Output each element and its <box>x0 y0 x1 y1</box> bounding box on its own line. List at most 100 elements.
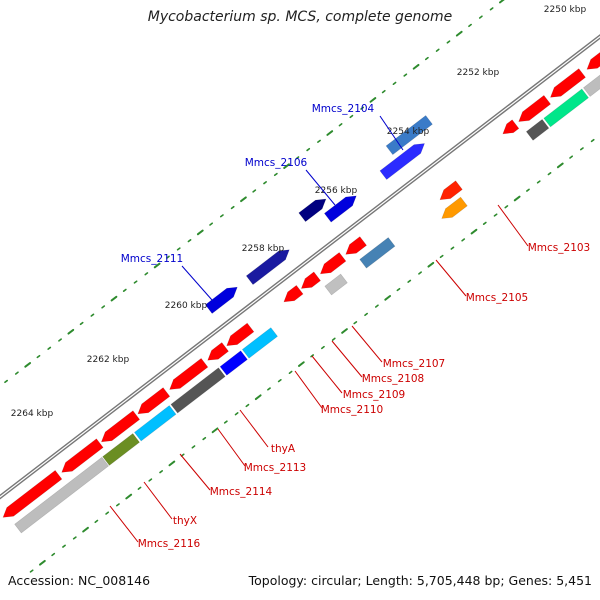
gene-box <box>241 327 278 359</box>
tick-mark <box>263 181 267 185</box>
leader-line <box>497 204 529 247</box>
gene-box <box>583 74 600 97</box>
gene-arrow <box>298 198 327 223</box>
tick-mark <box>418 271 422 275</box>
tick-mark <box>101 305 106 309</box>
tick-mark <box>435 48 440 52</box>
tick-mark <box>306 147 311 152</box>
tick-mark <box>267 387 271 391</box>
genome-backbone <box>0 34 600 500</box>
leader-line <box>239 409 269 448</box>
tick-mark <box>223 420 228 424</box>
tick-mark <box>489 7 494 11</box>
tick-mark <box>254 394 262 401</box>
gene-arrow <box>169 357 209 390</box>
tick-mark <box>166 255 170 259</box>
gene-label-reverse: Mmcs_2110 <box>321 404 384 416</box>
tick-mark <box>381 89 386 94</box>
gene-label-reverse: Mmcs_2103 <box>528 242 591 254</box>
tick-mark <box>513 195 521 202</box>
tick-mark <box>384 295 392 301</box>
tick-mark <box>427 261 435 268</box>
tick-mark <box>58 338 62 342</box>
tick-mark <box>295 156 300 160</box>
tick-label: 2262 kbp <box>87 355 130 365</box>
tick-mark <box>499 0 505 4</box>
tick-mark <box>202 436 207 441</box>
gene-label-reverse: Mmcs_2109 <box>343 389 406 401</box>
tick-mark <box>62 544 66 548</box>
tick-mark <box>240 196 247 203</box>
tick-mark <box>125 493 133 500</box>
tick-mark <box>82 526 89 533</box>
tick-mark <box>144 272 149 276</box>
tick-mark <box>159 470 164 474</box>
gene-label-reverse: Mmcs_2113 <box>244 462 307 474</box>
gene-arrow <box>549 68 586 98</box>
gene-label-reverse: Mmcs_2107 <box>383 358 446 370</box>
gene-arrow <box>439 180 463 201</box>
tick-mark <box>273 172 278 177</box>
tick-mark <box>478 15 483 19</box>
gene-label-reverse: Mmcs_2105 <box>466 292 529 304</box>
tick-mark <box>67 328 75 335</box>
tick-mark <box>407 279 412 283</box>
tick-mark <box>211 427 219 434</box>
tick-mark <box>219 214 224 218</box>
gene-box <box>324 273 348 296</box>
gene-arrow <box>518 94 552 123</box>
tick-mark <box>396 287 401 292</box>
gene-arrow <box>283 284 304 303</box>
gene-arrow <box>502 119 520 135</box>
gene-box <box>133 405 177 442</box>
gene-arrow <box>207 342 229 361</box>
tick-mark <box>461 238 466 242</box>
tick-mark <box>526 188 530 192</box>
tick-mark <box>364 312 369 317</box>
gene-arrow <box>385 115 433 156</box>
leader-line <box>305 169 336 206</box>
leader-line <box>379 115 404 151</box>
tick-mark <box>234 412 239 416</box>
gene-arrow <box>2 469 63 518</box>
gene-label-reverse: Mmcs_2114 <box>210 486 273 498</box>
tick-label: 2260 kbp <box>165 301 208 311</box>
tick-mark <box>341 328 348 334</box>
map-title: Mycobacterium sp. MCS, complete genome <box>147 9 453 25</box>
tick-mark <box>29 569 34 573</box>
tick-mark <box>230 205 235 210</box>
tick-mark <box>47 346 52 350</box>
gene-box <box>525 118 550 141</box>
tick-mark <box>176 247 181 251</box>
tick-mark <box>245 403 250 408</box>
tick-mark <box>148 478 153 482</box>
tick-mark <box>455 30 463 37</box>
gene-box <box>219 350 248 376</box>
tick-mark <box>338 123 343 127</box>
leader-line <box>294 370 323 409</box>
tick-label: 2250 kbp <box>544 5 587 15</box>
gene-arrow <box>300 271 321 289</box>
tick-mark <box>14 371 19 375</box>
tick-mark <box>133 280 138 284</box>
tick-mark <box>137 486 142 490</box>
tick-mark <box>369 97 377 103</box>
tick-mark <box>288 370 293 375</box>
gene-arrow <box>226 322 255 347</box>
tick-mark <box>579 147 584 151</box>
tick-mark <box>360 106 365 110</box>
tick-mark <box>191 445 196 449</box>
tick-mark <box>168 460 176 467</box>
leader-line <box>435 259 467 297</box>
gene-label-reverse: thyA <box>271 443 296 455</box>
tick-mark <box>450 246 455 250</box>
tick-mark <box>504 205 509 209</box>
tick-mark <box>36 354 41 359</box>
tick-mark <box>72 536 77 540</box>
tick-mark <box>331 337 336 341</box>
tick-mark <box>110 295 118 302</box>
tick-mark <box>493 213 498 217</box>
tick-mark <box>403 73 408 77</box>
tick-mark <box>116 503 120 507</box>
leader-line <box>143 481 173 520</box>
